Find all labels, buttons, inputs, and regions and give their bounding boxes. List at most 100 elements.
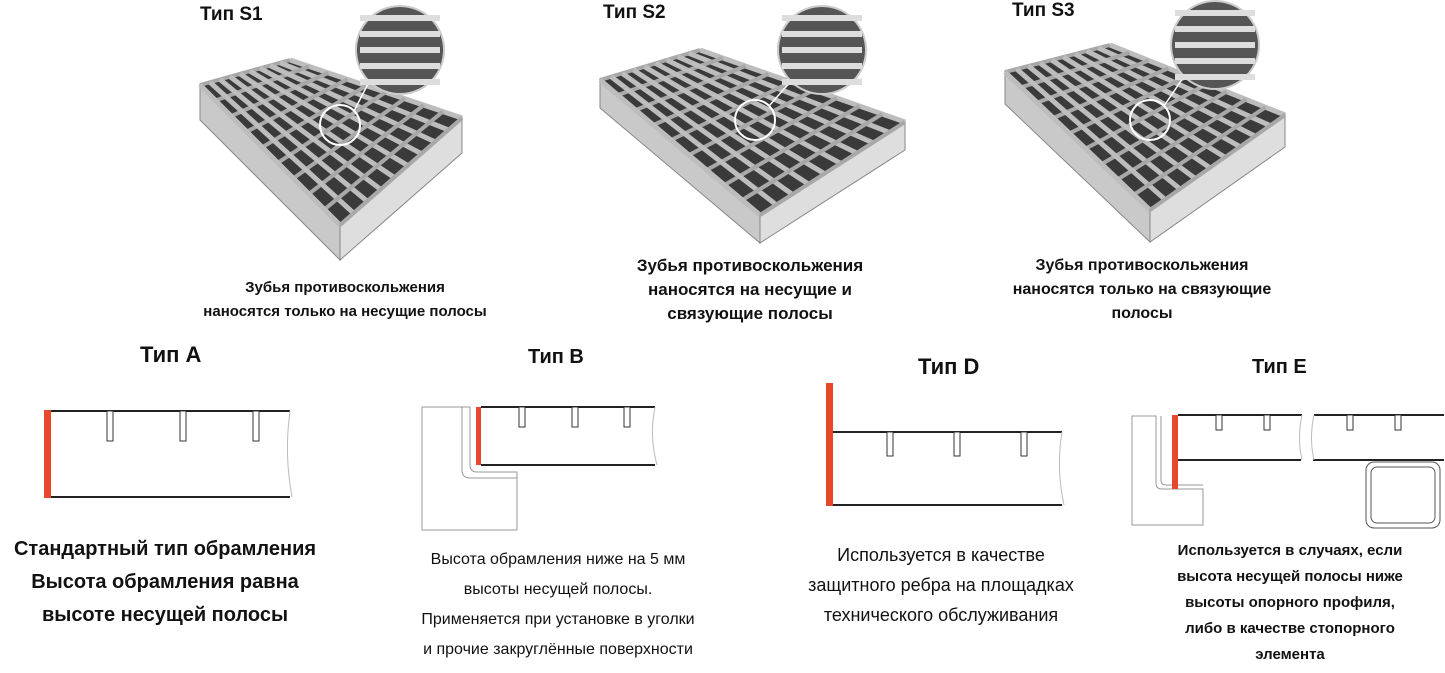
title-type-b: Тип В [528,346,584,368]
magnifier-line [1163,74,1186,107]
bearing-bar [268,63,436,145]
title-s3: Тип S3 [1012,0,1075,21]
zoom-tooth-bar [782,63,862,69]
cross-bar [1052,66,1170,120]
cross-bar [214,64,310,103]
break-line [1299,414,1315,461]
bearing-bar [248,68,410,168]
angle-profile [421,406,518,531]
cross-bar [687,88,815,157]
zoom-tooth-bar [782,47,862,53]
zoom-tooth-bar [1175,42,1255,48]
notch [179,410,187,442]
bearing-bar [620,71,794,197]
title-s1: Тип S1 [200,4,263,25]
bearing-bar [631,67,810,187]
caption-s3: Зубья противоскольжения наносятся только… [962,254,1322,326]
cross-bar [230,71,330,118]
caption-line: высоты несущей полосы. [463,581,653,598]
bearing-bar [654,61,842,166]
zoom-tooth-bar [1175,74,1255,80]
zoom-tooth-bar [360,79,440,85]
square-tube-inner [1370,466,1436,524]
magnifier-circle [1129,99,1171,141]
notch [886,431,894,457]
caption-line: Зубья противоскольжения [636,256,864,275]
zoom-tooth-bar [360,15,440,21]
bearing-bar-outline [51,410,290,498]
cross-bar [1116,97,1248,182]
bearing-bar [198,83,342,227]
square-tube-outer [1365,461,1441,529]
bearing-bar [258,66,423,156]
cross-bar [1020,50,1131,90]
caption-s2: Зубья противоскольжения наносятся на нес… [570,254,930,326]
magnifier-line [353,79,371,112]
title-s2: Тип S2 [603,2,666,23]
angle-profile [1131,415,1204,526]
bearing-bar [238,71,396,180]
frame-red-bar [44,410,51,498]
zoom-tooth-bar [360,47,440,53]
cross-bar [634,64,747,112]
caption-line: технического обслуживания [823,605,1059,625]
zoom-tooth-bar [1175,10,1255,16]
caption-line: Высота обрамления равна [31,571,299,593]
caption-line: Зубья противоскольжения [245,279,445,296]
caption-line: Высота обрамления ниже на 5 мм [430,551,686,568]
cross-bar [338,116,464,227]
bearing-bar [687,51,890,135]
notch [1394,414,1402,431]
magnifier-circle [734,99,776,141]
cross-bar [758,120,907,217]
notch [1020,431,1028,457]
caption-line: Используется в случаях, если [1177,542,1403,559]
notch [252,410,260,442]
cross-bar [1004,43,1111,74]
cross-bar [292,97,406,180]
notch [1263,414,1271,431]
frame-red-bar [476,407,481,465]
cross-bar [1036,58,1150,105]
notch [571,406,579,428]
title-type-e: Тип E [1252,356,1307,378]
title-type-d: Тип D [918,354,980,379]
caption-line: высота несущей полосы ниже [1177,568,1403,585]
notch [623,406,631,428]
cross-bar [307,103,426,196]
zoom-tooth-bar [782,31,862,37]
cross-bar [617,56,724,97]
zoom-tooth-bar [360,63,440,69]
caption-line: защитного ребра на площадках [808,575,1074,595]
zoom-tooth-bar [782,15,862,21]
caption-line: либо в качестве стопорного [1185,620,1395,637]
caption-line: наносятся на несущие и [648,280,852,299]
bearing-bar [1097,45,1272,128]
cross-bar [599,48,701,82]
cross-bar [1100,89,1228,166]
bearing-bar [1015,67,1167,202]
bearing-bar-outline [1178,414,1444,461]
cross-bar [199,58,291,87]
caption-line: элемента [1255,646,1325,663]
bearing-bar [208,80,356,215]
bearing-bar [289,57,463,121]
notch [1215,414,1223,431]
frame-red-bar [1172,415,1178,489]
caption-type-d: Используется в качестве защитного ребра … [771,540,1111,630]
caption-line: наносятся только на связующие [1012,281,1272,298]
bearing-bar [1038,60,1197,181]
angle-inner [1160,416,1203,486]
bearing-bar [218,77,369,204]
caption-type-e: Используется в случаях, если высота несу… [1140,538,1440,668]
caption-s1: Зубья противоскольжения наносятся только… [165,276,525,324]
bearing-bar [665,57,858,156]
cross-bar [741,112,884,202]
break-line [286,410,293,498]
zoom-tooth-bar [1175,58,1255,64]
bearing-bar [1003,70,1152,212]
bearing-bar [1026,64,1182,191]
notch [106,410,114,442]
cross-bar [670,80,792,142]
